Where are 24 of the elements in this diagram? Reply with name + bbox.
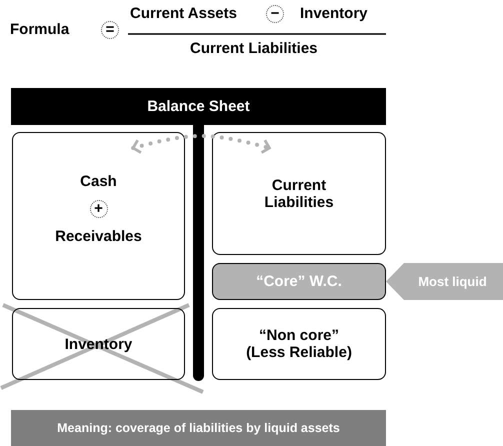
formula-label: Formula xyxy=(10,21,70,38)
node-text: Current Liabilities xyxy=(263,176,335,210)
node-text: Cash xyxy=(80,173,117,190)
node-text: Balance Sheet xyxy=(147,98,250,115)
node-text: “Non core” (Less Reliable) xyxy=(245,327,353,361)
formula-text: Current Assets xyxy=(130,5,237,22)
node-text: Receivables xyxy=(55,228,142,245)
node-text: Meaning: coverage of liabilities by liquid assets xyxy=(57,421,340,435)
equals-sign: = xyxy=(101,21,119,39)
liability-box xyxy=(212,132,386,255)
formula-text: Inventory xyxy=(300,5,368,22)
liability-box xyxy=(212,308,386,380)
meaning-band xyxy=(11,410,386,446)
node-text: Inventory xyxy=(64,336,132,352)
tag-pointer xyxy=(386,263,503,300)
asset-box xyxy=(12,132,185,300)
formula-text: Current Liabilities xyxy=(190,40,318,57)
node-text: Most liquid xyxy=(418,274,487,289)
asset-box xyxy=(12,308,185,380)
highlight-box xyxy=(212,263,386,300)
plus-sign: + xyxy=(90,200,108,218)
header-band xyxy=(11,88,386,125)
minus-sign: − xyxy=(266,5,284,23)
node-text: “Core” W.C. xyxy=(256,273,342,290)
